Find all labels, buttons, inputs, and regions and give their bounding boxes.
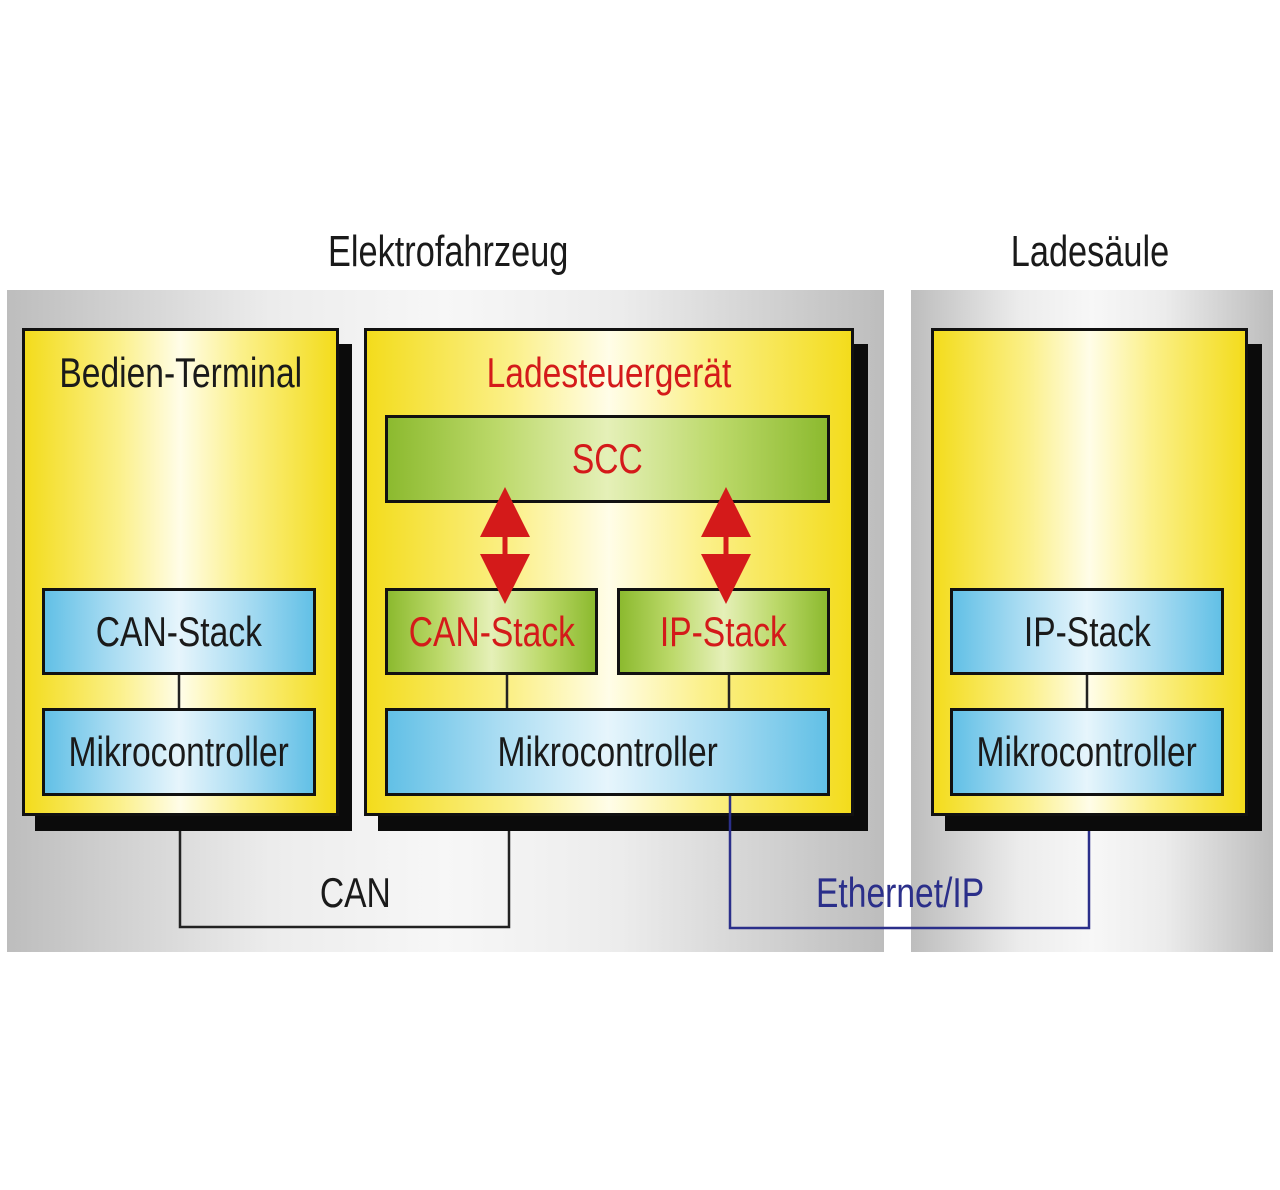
can-bus-line <box>178 831 511 929</box>
scc-box: SCC <box>385 415 830 503</box>
station-ip-stack: IP-Stack <box>950 588 1224 675</box>
ethernet-label: Ethernet/IP <box>815 869 985 916</box>
station-title: Ladesäule <box>1010 227 1170 276</box>
charger-can-stack: CAN-Stack <box>385 588 598 675</box>
terminal-mikrocontroller: Mikrocontroller <box>42 708 316 796</box>
charger-mikrocontroller-label: Mikrocontroller <box>497 728 718 775</box>
can-label: CAN <box>319 869 391 916</box>
station-mikrocontroller-label: Mikrocontroller <box>976 728 1198 775</box>
terminal-mikrocontroller-label: Mikrocontroller <box>68 728 290 775</box>
terminal-can-stack-label: CAN-Stack <box>95 607 263 655</box>
station-mikrocontroller: Mikrocontroller <box>950 708 1224 796</box>
charger-ip-stack-label: IP-Stack <box>660 607 787 655</box>
charger-title: Ladesteuergerät <box>486 349 732 396</box>
ethernet-line <box>728 796 1091 930</box>
terminal-title: Bedien-Terminal <box>59 349 302 396</box>
station-ip-stack-label: IP-Stack <box>1023 607 1151 655</box>
charger-can-stack-label: CAN-Stack <box>408 607 575 655</box>
terminal-can-stack: CAN-Stack <box>42 588 316 675</box>
scc-label: SCC <box>572 435 643 482</box>
vehicle-title: Elektrofahrzeug <box>328 227 569 276</box>
charger-mikrocontroller: Mikrocontroller <box>385 708 830 796</box>
